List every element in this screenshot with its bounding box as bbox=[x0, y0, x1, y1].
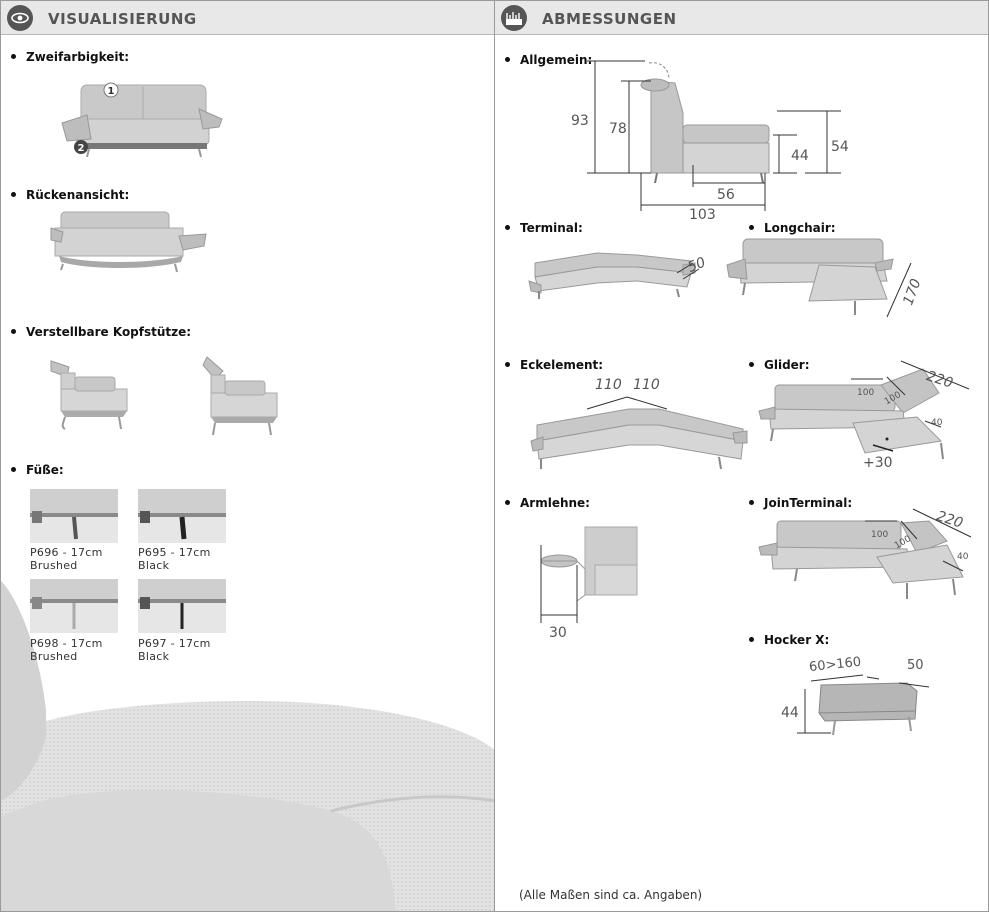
fabric-armrest-image bbox=[1, 581, 494, 911]
jointerminal-drawing: 220 100 100 40 bbox=[758, 508, 972, 599]
glider-dim-plus30: +30 bbox=[863, 455, 893, 471]
section-longchair: Longchair: bbox=[749, 221, 836, 235]
sofa-back-view-image bbox=[50, 211, 207, 273]
section-jointerminal: JoinTerminal: bbox=[749, 496, 852, 510]
hocker-dim-50: 50 bbox=[907, 658, 924, 673]
abmessungen-header: ABMESSUNGEN bbox=[495, 1, 988, 35]
dim-56: 56 bbox=[717, 187, 735, 203]
dim-93: 93 bbox=[571, 113, 589, 129]
hocker-dim-width: 60>160 bbox=[808, 655, 862, 675]
section-allgemein: Allgemein: bbox=[505, 53, 592, 67]
dim-54: 54 bbox=[831, 139, 849, 155]
section-hocker: Hocker X: bbox=[749, 633, 829, 647]
glider-dim-40: 40 bbox=[931, 418, 943, 428]
abmessungen-panel: ABMESSUNGEN Allgemein: 93 78 44 54 56 10… bbox=[494, 0, 989, 912]
section-kopfstuetze: Verstellbare Kopfstütze: bbox=[11, 325, 191, 339]
section-zweifarbigkeit: Zweifarbigkeit: bbox=[11, 50, 129, 64]
foot-p697-image bbox=[138, 579, 226, 633]
dim-44: 44 bbox=[791, 148, 809, 164]
foot-p695-image bbox=[138, 489, 226, 543]
terminal-dim-50: 50 bbox=[685, 254, 708, 276]
join-dim-100a: 100 bbox=[871, 530, 888, 540]
eckelement-drawing: 110 110 bbox=[530, 377, 748, 470]
dim-103: 103 bbox=[689, 207, 716, 223]
foot-p698-image bbox=[30, 579, 118, 633]
longchair-drawing: 170 bbox=[726, 238, 925, 318]
armlehne-drawing: 30 bbox=[540, 526, 638, 641]
measure-icon bbox=[501, 5, 527, 31]
section-rueckenansicht: Rückenansicht: bbox=[11, 188, 129, 202]
allgemein-dimension-drawing: 93 78 44 54 56 103 bbox=[571, 60, 849, 223]
eck-dim-110b: 110 bbox=[633, 377, 660, 393]
hocker-dim-44: 44 bbox=[781, 705, 799, 721]
visualisierung-title: VISUALISIERUNG bbox=[48, 10, 197, 28]
section-eckelement: Eckelement: bbox=[505, 358, 603, 372]
glider-dim-220: 220 bbox=[924, 368, 954, 392]
eck-dim-110a: 110 bbox=[595, 377, 622, 393]
terminal-drawing: 50 bbox=[528, 252, 708, 299]
badge-2: 2 bbox=[78, 143, 85, 154]
section-terminal: Terminal: bbox=[505, 221, 583, 235]
headrest-up-image bbox=[202, 356, 278, 436]
join-dim-220: 220 bbox=[934, 508, 964, 532]
visualisierung-header: VISUALISIERUNG bbox=[1, 1, 494, 35]
dim-78: 78 bbox=[609, 121, 627, 137]
headrest-down-image bbox=[50, 360, 128, 430]
badge-1: 1 bbox=[108, 86, 115, 97]
section-armlehne: Armlehne: bbox=[505, 496, 590, 510]
eye-icon bbox=[7, 5, 33, 31]
hocker-drawing: 60>160 50 44 bbox=[781, 655, 930, 736]
abmessungen-title: ABMESSUNGEN bbox=[542, 10, 677, 28]
visualisierung-panel: VISUALISIERUNG Zweifarbigkeit: 1 2 Rücke… bbox=[0, 0, 495, 912]
section-fuesse: Füße: bbox=[11, 463, 64, 477]
section-glider: Glider: bbox=[749, 358, 810, 372]
longchair-dim-170: 170 bbox=[900, 277, 924, 308]
foot-p696-image bbox=[30, 489, 118, 543]
measurement-note: (Alle Maßen sind ca. Angaben) bbox=[519, 888, 703, 902]
glider-drawing: 220 100 100 40 +30 bbox=[758, 360, 970, 471]
armlehne-dim-30: 30 bbox=[549, 625, 567, 641]
two-color-sofa-image: 1 2 bbox=[61, 82, 223, 158]
glider-dim-100a: 100 bbox=[857, 388, 874, 398]
join-dim-40: 40 bbox=[957, 552, 969, 562]
